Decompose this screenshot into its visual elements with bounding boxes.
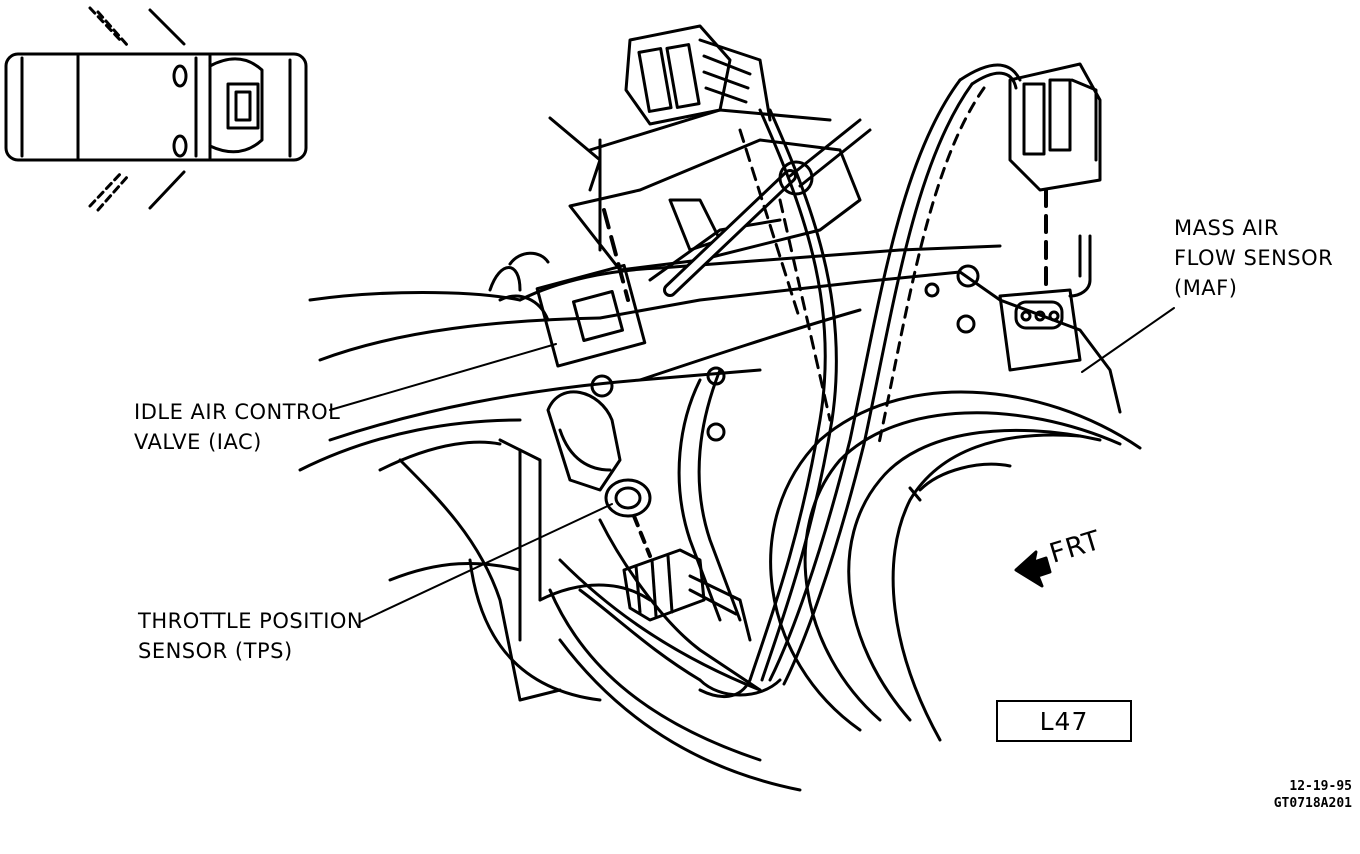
iac-label-line-2: VALVE (IAC) <box>134 430 262 454</box>
maf-label-line-3: (MAF) <box>1174 276 1238 300</box>
engine-code-box: L47 <box>996 700 1132 742</box>
drawing-date: 12-19-95 <box>1289 779 1352 794</box>
maf-leader-line <box>1081 307 1175 373</box>
iac-leader-line <box>329 343 557 411</box>
front-arrow-icon <box>1014 550 1052 588</box>
maf-label-line-2: FLOW SENSOR <box>1174 246 1334 270</box>
drawing-code: GT0718A201 <box>1273 796 1352 811</box>
tps-label-line-2: SENSOR (TPS) <box>138 639 293 663</box>
vacuum-hoses <box>663 118 1092 298</box>
drawing-identifier: 12-19-95 GT0718A201 <box>1274 778 1352 812</box>
wiring-harness <box>578 63 1022 699</box>
tps-connector <box>622 514 752 642</box>
tps-label-line-1: THROTTLE POSITION <box>138 609 364 633</box>
vehicle-locator-inset <box>4 6 308 212</box>
maf-label-line-1: MASS AIR <box>1174 216 1279 240</box>
leader-lines <box>329 307 1175 623</box>
maf-label: MASS AIR FLOW SENSOR (MAF) <box>1174 213 1333 303</box>
tps-leader-line <box>359 503 613 623</box>
iac-label-line-1: IDLE AIR CONTROL <box>134 400 341 424</box>
maf-connector <box>998 62 1102 372</box>
iac-connector <box>548 24 772 302</box>
iac-label: IDLE AIR CONTROL VALVE (IAC) <box>134 397 340 457</box>
tps-label: THROTTLE POSITION SENSOR (TPS) <box>138 606 363 666</box>
engine-code: L47 <box>1039 706 1089 736</box>
air-intake-duct <box>769 390 1142 742</box>
